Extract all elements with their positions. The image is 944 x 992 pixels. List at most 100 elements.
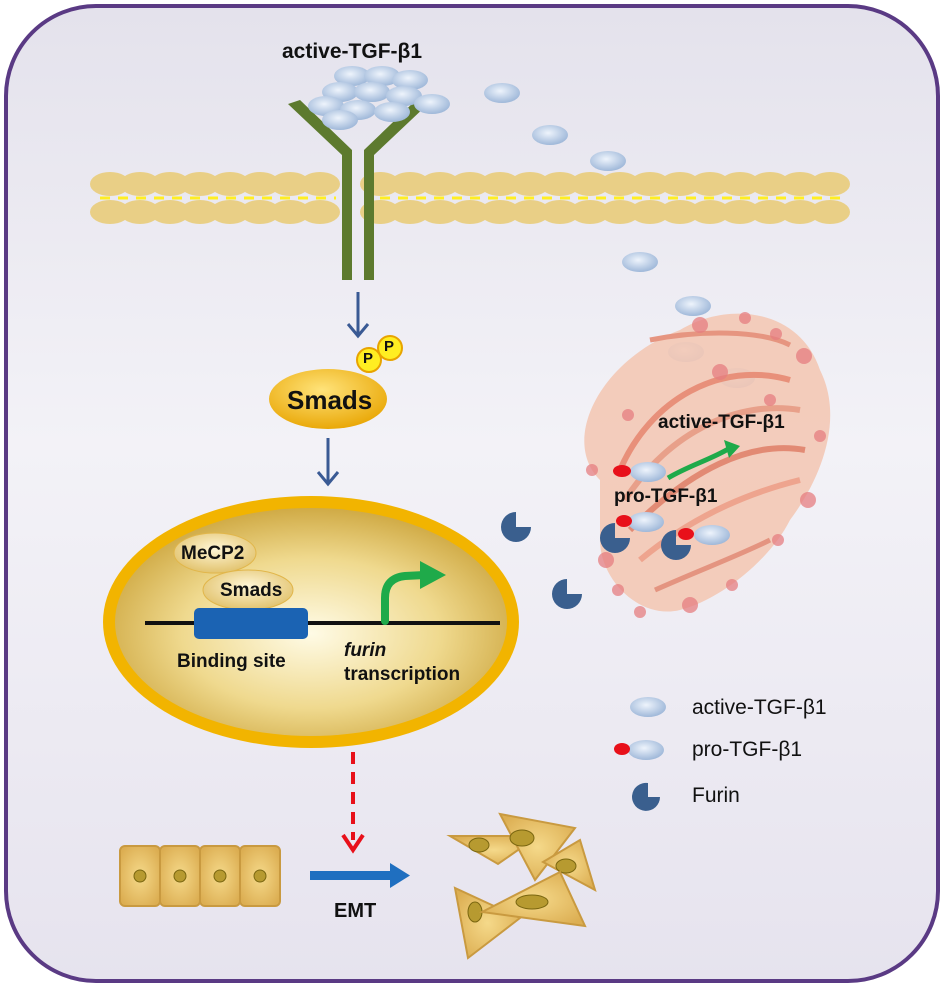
mecp2-oval xyxy=(173,532,257,574)
lipid-head xyxy=(570,200,610,224)
top-active-tgf-label: active-TGF-β1 xyxy=(282,40,423,63)
golgi-vesicle xyxy=(712,364,728,380)
lipid-head xyxy=(210,172,250,196)
lipid-head xyxy=(600,200,640,224)
golgi-pro-tgf-label: pro-TGF-β1 xyxy=(614,486,718,507)
phospho-label-2: P xyxy=(384,338,395,355)
tgf-molecule xyxy=(354,82,390,102)
golgi-vesicle xyxy=(634,606,646,618)
furin-gene-label: furin xyxy=(344,640,387,661)
golgi-vesicle xyxy=(814,430,826,442)
transcription-arrowhead xyxy=(420,561,446,589)
pro-tgf-2 xyxy=(616,512,664,532)
lipid-head xyxy=(180,200,220,224)
lipid-head xyxy=(540,200,580,224)
tgf-molecule xyxy=(386,86,422,106)
lipid-head xyxy=(270,200,310,224)
nuclear-smads-label: Smads xyxy=(220,580,283,601)
tgf-molecule xyxy=(374,102,410,122)
lipid-head xyxy=(630,172,670,196)
lipid-head xyxy=(390,200,430,224)
lipid-head xyxy=(540,172,580,196)
pro-tgf-icon xyxy=(628,740,664,760)
dashed-arrowhead xyxy=(341,833,365,854)
tgf-cluster xyxy=(308,66,450,130)
furin-group xyxy=(501,512,691,609)
lipid-head xyxy=(750,172,790,196)
emt-arrowhead xyxy=(390,863,410,888)
lipid-head xyxy=(630,200,670,224)
phospho-label-1: P xyxy=(363,350,374,367)
lipid-head xyxy=(780,172,820,196)
tgf-molecule xyxy=(392,70,428,90)
lipid-head xyxy=(120,172,160,196)
phospho-2 xyxy=(377,335,403,361)
binding-site-box xyxy=(194,608,308,639)
activation-arrowhead xyxy=(724,440,740,458)
golgi-vesicle xyxy=(598,552,614,568)
lipid-head xyxy=(690,200,730,224)
golgi-vesicle xyxy=(612,584,624,596)
transcription-label: transcription xyxy=(344,664,461,685)
lipid-head xyxy=(720,200,760,224)
lipid-head xyxy=(810,200,850,224)
lipid-head xyxy=(240,172,280,196)
lipid-head xyxy=(300,200,340,224)
lipid-head xyxy=(480,172,520,196)
lipid-head xyxy=(660,172,700,196)
golgi-vesicle xyxy=(726,579,738,591)
mesenchymal-cells xyxy=(446,812,597,960)
binding-site-label: Binding site xyxy=(177,651,286,672)
lipid-head xyxy=(600,172,640,196)
tgf-molecule xyxy=(622,252,658,272)
lipid-head xyxy=(150,200,190,224)
tgf-molecule xyxy=(484,83,520,103)
legend-icons xyxy=(614,697,666,811)
furin-molecule xyxy=(552,579,582,609)
lipid-head xyxy=(750,200,790,224)
lipid-head xyxy=(90,172,130,196)
lipid-head xyxy=(300,172,340,196)
tgf-molecule xyxy=(414,94,450,114)
pro-tgf-1 xyxy=(613,462,666,482)
tgf-molecule xyxy=(364,66,400,86)
epithelial-cells xyxy=(119,845,281,907)
lipid-head xyxy=(450,200,490,224)
golgi-vesicle xyxy=(622,409,634,421)
golgi-apparatus xyxy=(584,313,831,612)
lipid-head xyxy=(240,200,280,224)
smads-label: Smads xyxy=(287,385,373,415)
tgf-molecule xyxy=(322,110,358,130)
lipid-head xyxy=(570,172,610,196)
lipid-head xyxy=(90,200,130,224)
emt-label: EMT xyxy=(334,900,377,922)
lipid-head xyxy=(690,172,730,196)
legend-furin-label: Furin xyxy=(692,784,740,807)
lipid-head xyxy=(120,200,160,224)
lipid-head xyxy=(450,172,490,196)
tgf-molecule xyxy=(532,125,568,145)
lipid-head xyxy=(510,172,550,196)
lipid-head xyxy=(780,200,820,224)
tgf-molecule xyxy=(590,151,626,171)
golgi-vesicle xyxy=(772,534,784,546)
furin-molecule xyxy=(661,530,691,560)
golgi-vesicle xyxy=(586,464,598,476)
cell-nucleus xyxy=(173,869,187,883)
arrowhead-smads xyxy=(316,471,340,487)
lipid-head xyxy=(660,200,700,224)
golgi-vesicle xyxy=(796,348,812,364)
mecp2-label: MeCP2 xyxy=(181,543,245,564)
lipid-head xyxy=(390,172,430,196)
furin-molecule xyxy=(501,512,531,542)
golgi-vesicle xyxy=(800,492,816,508)
lipid-head xyxy=(720,172,760,196)
cell-membrane xyxy=(90,172,850,224)
lipid-head xyxy=(150,172,190,196)
tgf-molecule xyxy=(334,66,370,86)
furin-icon xyxy=(632,782,660,811)
activation-arrow xyxy=(666,445,732,481)
lipid-head xyxy=(480,200,520,224)
